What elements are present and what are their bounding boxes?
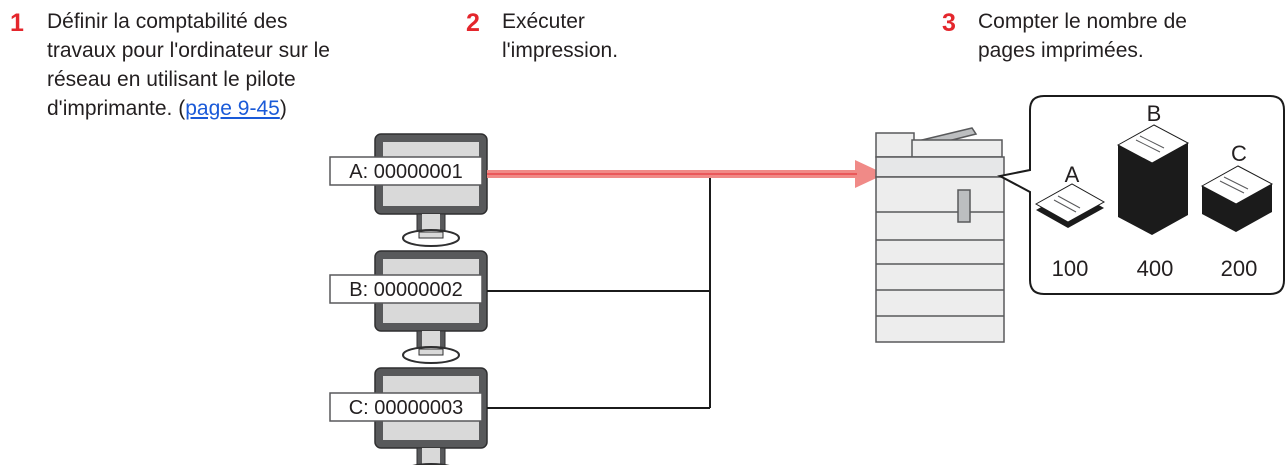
step-description: Définir la comptabilité des travaux pour… bbox=[47, 7, 330, 123]
computer-label-box bbox=[329, 156, 483, 186]
step-description: Exécuter l'impression. bbox=[502, 7, 618, 65]
step-number: 1 bbox=[10, 9, 24, 37]
paper-stack-c bbox=[1200, 165, 1274, 232]
computer-label: B: 00000002 bbox=[349, 279, 462, 301]
stack-letter: A bbox=[1065, 162, 1080, 187]
computer-b bbox=[374, 250, 488, 364]
step-line-text: d'imprimante. ( bbox=[47, 97, 186, 120]
step-line: Définir la comptabilité des bbox=[47, 10, 288, 33]
step-line: travaux pour l'ordinateur sur le bbox=[47, 39, 330, 62]
network-lines bbox=[487, 173, 711, 409]
printer-mfp bbox=[875, 127, 1005, 343]
step-line: l'impression. bbox=[502, 39, 619, 62]
computer-label-box bbox=[329, 274, 483, 304]
paper-stack-b bbox=[1116, 124, 1190, 235]
step-line: d'imprimante. (page 9-45) bbox=[47, 94, 330, 123]
page-count: 200 bbox=[1221, 256, 1258, 281]
stack-letter: C bbox=[1231, 141, 1247, 166]
computer-a bbox=[374, 133, 488, 247]
page-count: 100 bbox=[1052, 256, 1089, 281]
print-arrow bbox=[487, 160, 885, 188]
step-number: 3 bbox=[942, 9, 956, 37]
paper-stack-a bbox=[1034, 183, 1106, 228]
step-line: réseau en utilisant le pilote bbox=[47, 68, 296, 91]
step-number: 2 bbox=[466, 9, 480, 37]
stack-letter: B bbox=[1147, 101, 1162, 126]
computer-label: A: 00000001 bbox=[349, 161, 462, 183]
step-line: Compter le nombre de bbox=[978, 10, 1187, 33]
step-description: Compter le nombre de pages imprimées. bbox=[978, 7, 1187, 65]
step-line-text: ) bbox=[279, 97, 287, 120]
page-count: 400 bbox=[1137, 256, 1174, 281]
step-line: pages imprimées. bbox=[978, 39, 1144, 62]
page-link[interactable]: page 9-45 bbox=[185, 97, 280, 120]
step-line: Exécuter bbox=[502, 10, 585, 33]
computer-label: C: 00000003 bbox=[349, 397, 464, 419]
computer-label-box bbox=[329, 392, 483, 422]
